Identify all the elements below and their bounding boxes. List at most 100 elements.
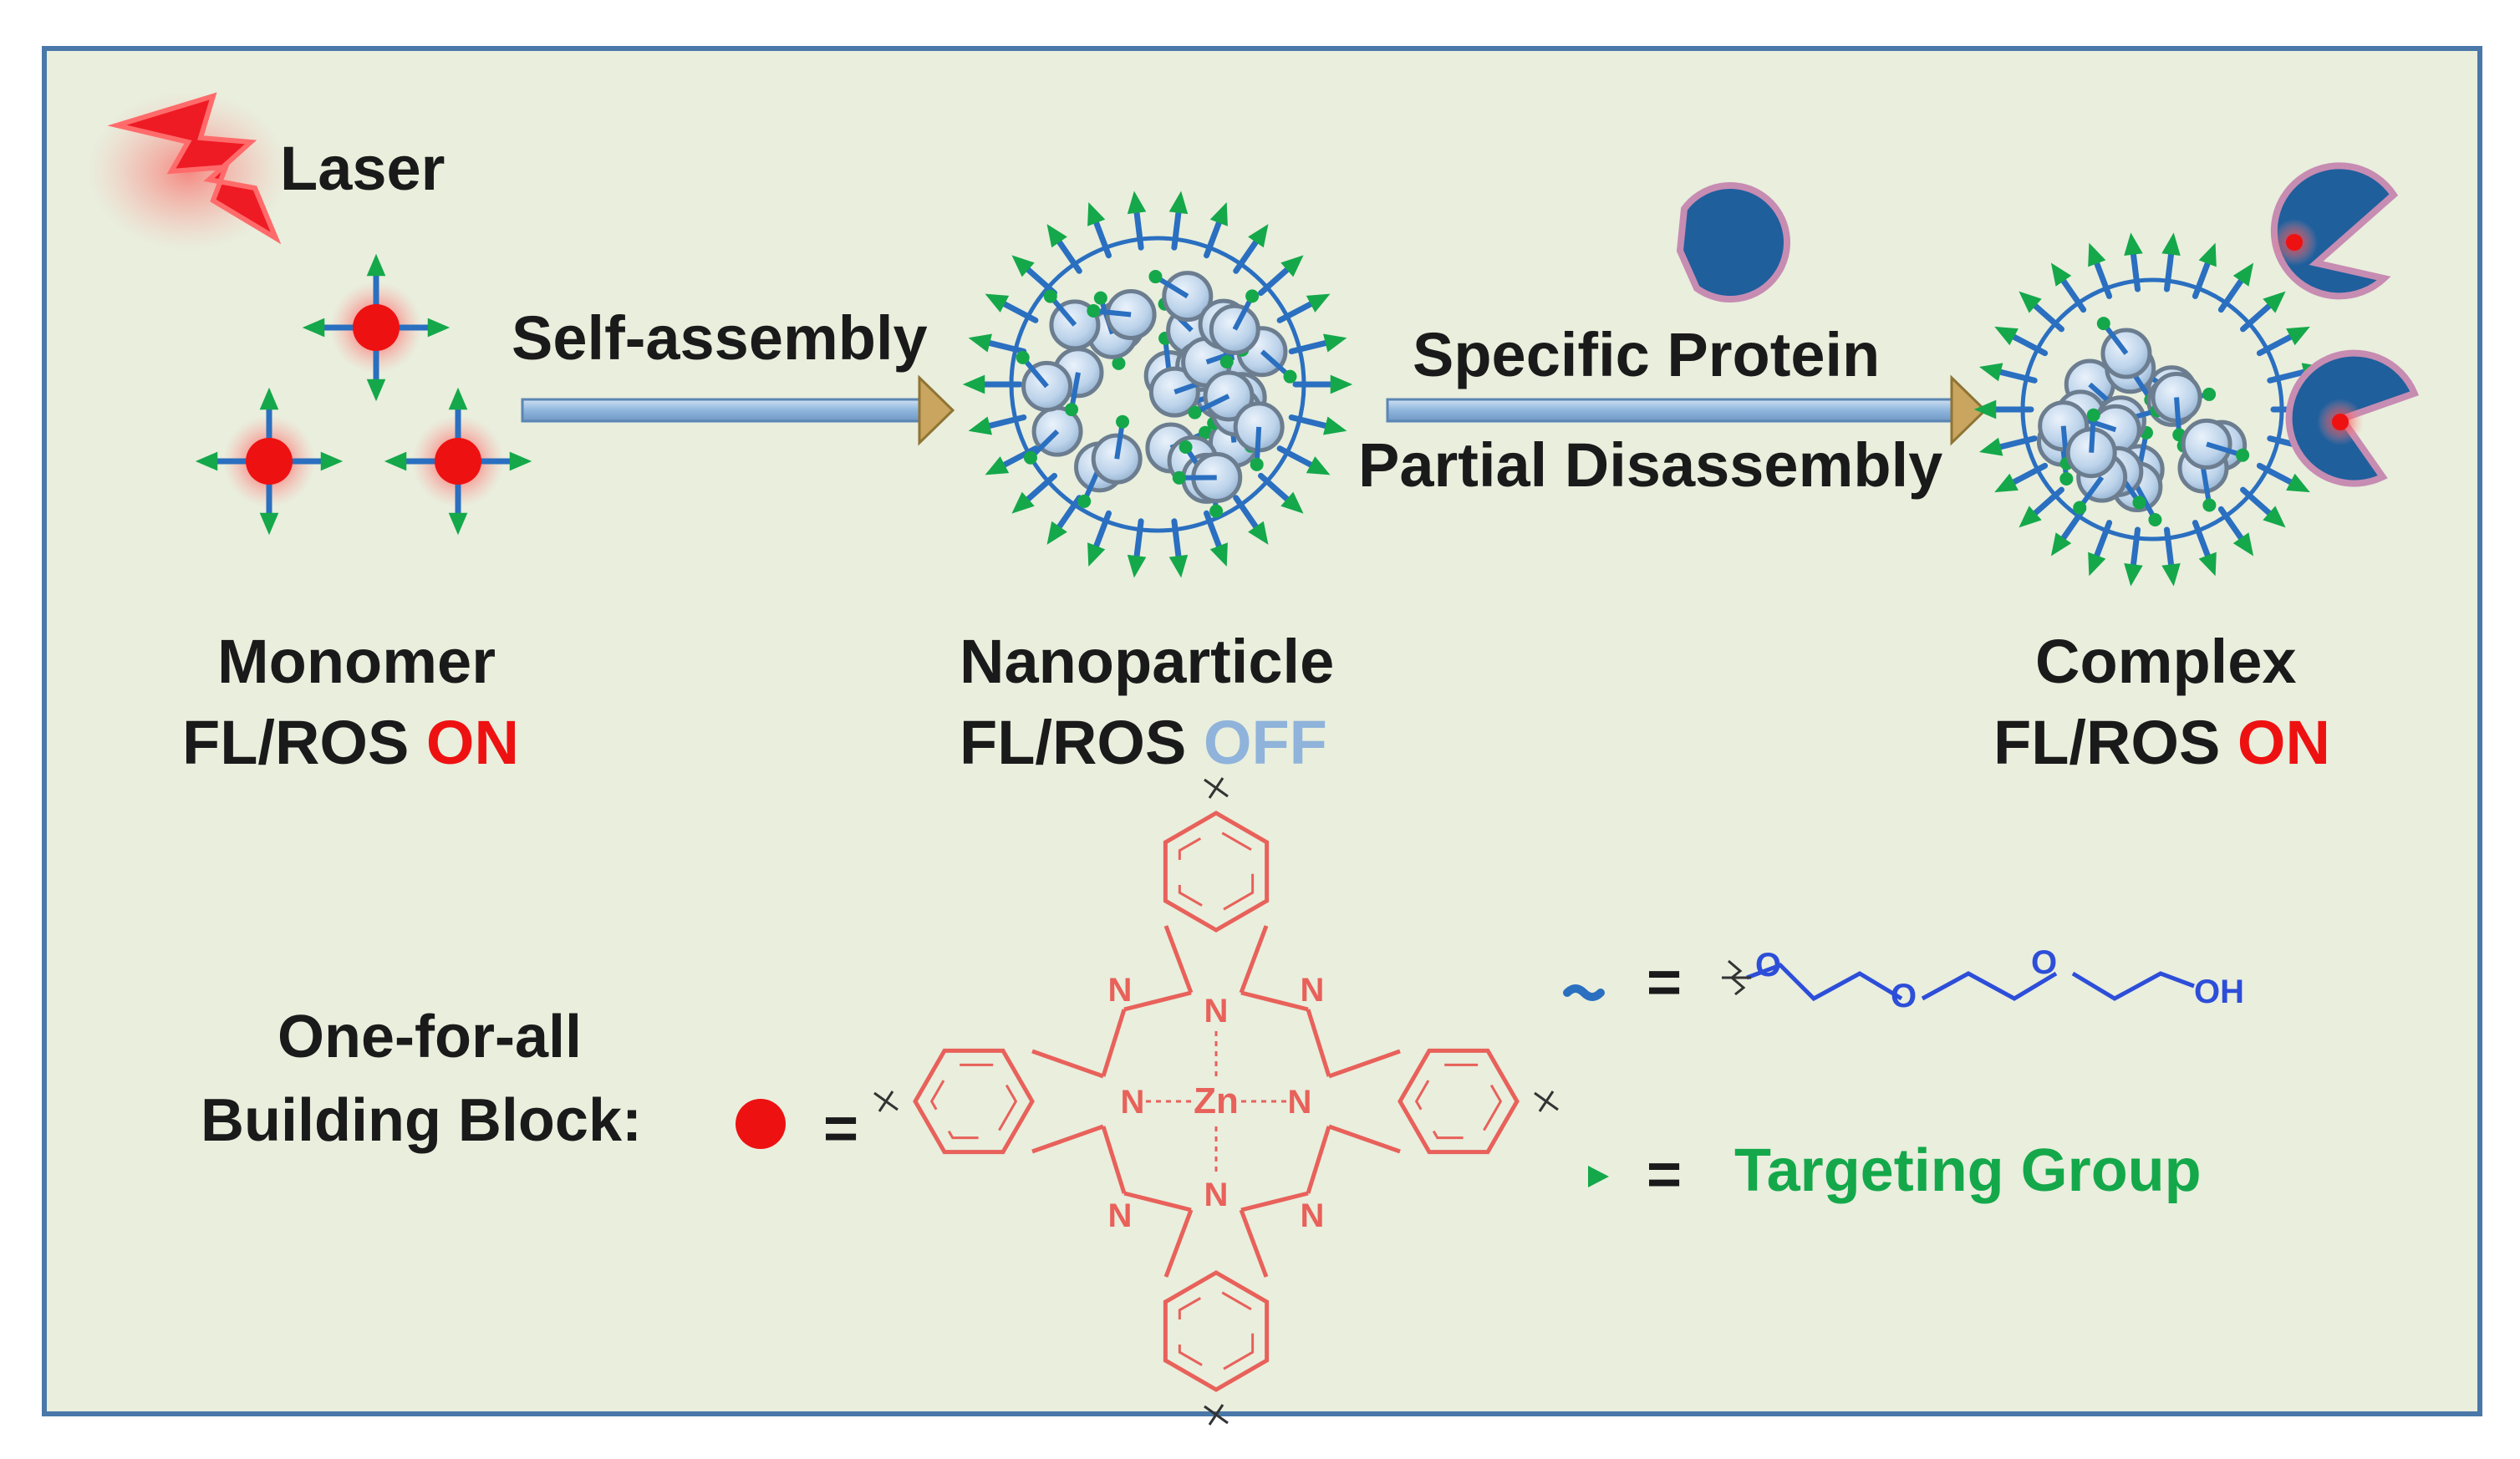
one-for-all-label: One-for-all [277,1004,583,1070]
targeting-arrowhead [2232,262,2254,287]
pc-atom: N [1108,1197,1133,1234]
peg-arm [2004,330,2049,357]
targeting-arrowhead [2124,563,2143,587]
peg-arm [2004,462,2049,489]
peg-arm [2240,298,2278,333]
peg-arm [2256,330,2300,357]
peg-equals: = [1647,949,1683,1016]
targeting-arrowhead [1087,201,1106,226]
targeting-arrowhead [2050,262,2072,287]
monomer-fl-ros: FL/ROS [182,708,410,777]
targeting-arrowhead [2232,532,2254,557]
inner-targeting [1179,440,1193,455]
pc-atom: N [1301,972,1325,1009]
inner-targeting [1283,369,1297,384]
partial-disassembly-label: Partial Disassembly [1358,430,1943,500]
monomer-state-on: ON [425,708,519,777]
targeting-arrowhead [968,416,992,435]
targeting-arrowhead [1248,224,1269,248]
targeting-arrowhead [2286,326,2310,346]
targeting-arrowhead [2198,552,2217,577]
targeting-equals: = [1647,1141,1683,1208]
pc-bond [1163,925,1194,994]
targeting-arrowhead [1306,293,1331,313]
pc-bond [1031,1049,1104,1079]
targeting-arrowhead [320,451,344,471]
targeting-arrowhead [1306,456,1331,475]
peg-arm [1020,472,1057,507]
monomer [195,387,344,536]
targeting-arrowhead [259,512,279,536]
peg-o-3: O [2031,944,2057,981]
pc-benzene-inner [1414,1063,1503,1140]
inner-targeting [1188,405,1202,419]
pc-bond [1306,1009,1331,1077]
nanoparticle-state-off: OFF [1203,708,1327,777]
targeting-arrowhead [2088,242,2106,267]
inner-targeting [1250,457,1264,471]
peg-arm [1133,518,1144,566]
targeting-arrowhead [1168,554,1189,578]
monomer-group [195,253,532,536]
building-block-dot-icon [736,1099,786,1149]
nanoparticle-icon [962,191,1353,578]
inner-targeting [2132,496,2146,510]
inner-targeting [1209,504,1224,518]
nanoparticle-fl-ros: FL/ROS [960,708,1187,777]
targeting-arrowhead [1011,255,1035,277]
targeting-group-icon [1588,1166,1609,1187]
pc-benzene [1163,811,1270,933]
peg-arm [1171,518,1183,566]
targeting-arrowhead [366,379,386,402]
peg-arm [2027,486,2064,521]
targeting-group-label: Targeting Group [1734,1137,2202,1204]
targeting-arrowhead [1209,542,1228,567]
pc-bond [1328,1049,1401,1079]
inner-targeting [1219,354,1234,369]
pc-benzene-inner [929,1063,1018,1140]
specific-protein-icon [1676,182,1790,302]
pc-bond [1239,1209,1269,1278]
peg-arm [1204,510,1224,556]
inner-targeting [1112,356,1126,370]
inner-targeting [1065,403,1079,417]
pc-attachment-squiggle [873,1090,899,1112]
pc-bond [1101,1009,1127,1077]
targeting-arrowhead [2050,532,2072,557]
peg-arm [1288,414,1336,430]
peg-arm [2056,506,2087,546]
monomer-core [246,438,293,485]
targeting-arrowhead [448,387,468,410]
peg-arm [2217,272,2248,313]
targeting-arrowhead [259,387,279,410]
peg-arm [2091,254,2113,299]
peg-arm [1171,203,1183,251]
targeting-arrowhead [1046,521,1067,545]
peg-arm [2129,526,2141,575]
pc-atom: N [1121,1084,1145,1121]
pc-bond [1306,1126,1331,1194]
complex-state-on: ON [2237,708,2330,777]
targeting-arrowhead [2161,232,2181,256]
inner-targeting [1116,414,1130,429]
peg-arm [1133,203,1144,251]
monomer-label: Monomer [217,627,496,696]
pc-atom: N [1204,1177,1229,1213]
targeting-arrowhead [2198,242,2217,267]
peg-attachment-squiggle [1722,959,1751,996]
peg-arm [1091,510,1112,556]
specific-protein-label: Specific Protein [1413,320,1881,389]
peg-arm [980,338,1027,355]
inner-targeting [1023,450,1037,465]
complex-state: FL/ROS ON [1993,712,2330,774]
pc-attachment-squiggle [1204,777,1229,799]
targeting-arrowhead [1280,255,1304,277]
peg-structure [1746,963,2195,1002]
targeting-arrowhead [2019,506,2042,528]
peg-arm [2240,486,2278,521]
peg-arm [1276,297,1320,323]
targeting-arrowhead [1046,224,1067,248]
targeting-arrowhead [2263,291,2286,313]
targeting-arrowhead [1973,399,1997,419]
inner-targeting [2202,387,2217,401]
